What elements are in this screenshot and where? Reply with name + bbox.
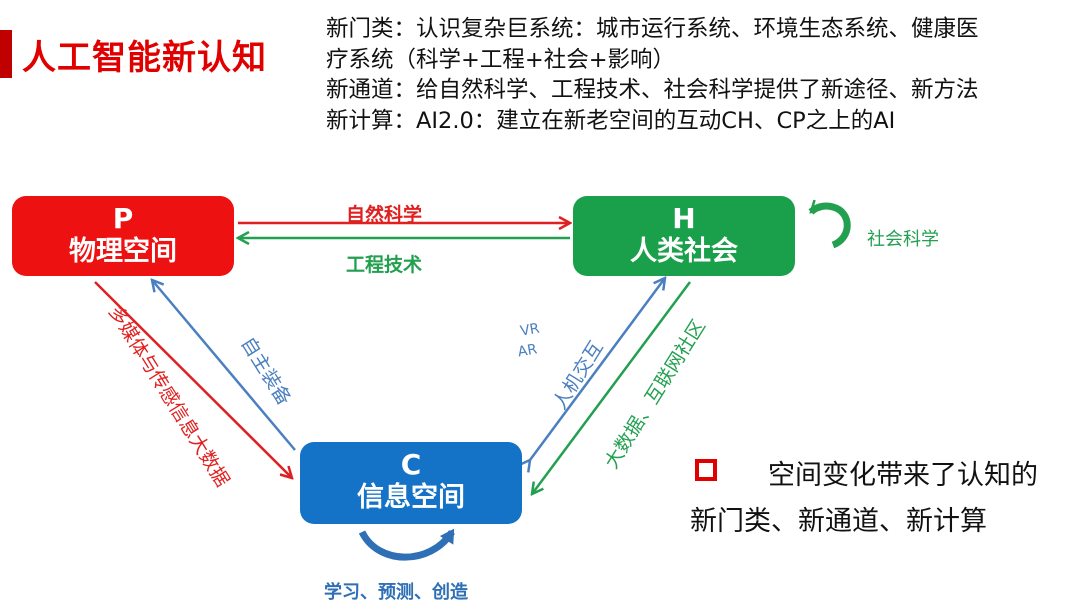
description-block: 新门类：认识复杂巨系统：城市运行系统、环境生态系统、健康医 疗系统（科学+工程+…	[326, 14, 1071, 136]
desc-line-3: 新通道：给自然科学、工程技术、社会科学提供了新途径、新方法	[326, 77, 979, 103]
node-cyber-space: C 信息空间	[300, 442, 522, 524]
edge-label-h-to-p: 工程技术	[346, 254, 423, 276]
node-c-name: 信息空间	[357, 482, 465, 513]
node-p-name: 物理空间	[69, 236, 177, 267]
note-block: 空间变化带来了认知的 新门类、新通道、新计算	[690, 453, 1038, 545]
edge-label-c-self: 学习、预测、创造	[324, 582, 468, 603]
desc-line-4: 新计算：AI2.0：建立在新老空间的互动CH、CP之上的AI	[326, 107, 896, 134]
edge-label-h-self: 社会科学	[867, 229, 939, 250]
bullet-square-icon	[695, 459, 717, 481]
edge-label-vr: VR	[519, 320, 541, 340]
desc-line-2: 疗系统（科学+工程+社会+影响）	[326, 46, 676, 73]
arrow-p-to-c	[94, 281, 292, 478]
node-physical-space: P 物理空间	[12, 196, 234, 276]
node-h-name: 人类社会	[630, 236, 738, 267]
desc-line-1: 新门类：认识复杂巨系统：城市运行系统、环境生态系统、健康医	[326, 16, 979, 42]
edge-label-p-to-h: 自然科学	[346, 204, 423, 226]
node-p-letter: P	[112, 202, 134, 235]
arrow-h-to-c	[532, 281, 692, 494]
page-title: 人工智能新认知	[22, 38, 267, 78]
note-line-1: 空间变化带来了认知的	[768, 460, 1038, 491]
arrow-c-to-p	[152, 280, 296, 451]
title-accent-bar	[0, 30, 12, 78]
node-h-letter: H	[672, 202, 696, 235]
note-line-2: 新门类、新通道、新计算	[690, 506, 987, 537]
node-human-society: H 人类社会	[573, 196, 795, 276]
node-c-letter: C	[400, 448, 422, 481]
loop-h-self	[808, 206, 851, 249]
loop-c-self	[358, 528, 455, 561]
arrow-c-to-h	[530, 278, 665, 460]
